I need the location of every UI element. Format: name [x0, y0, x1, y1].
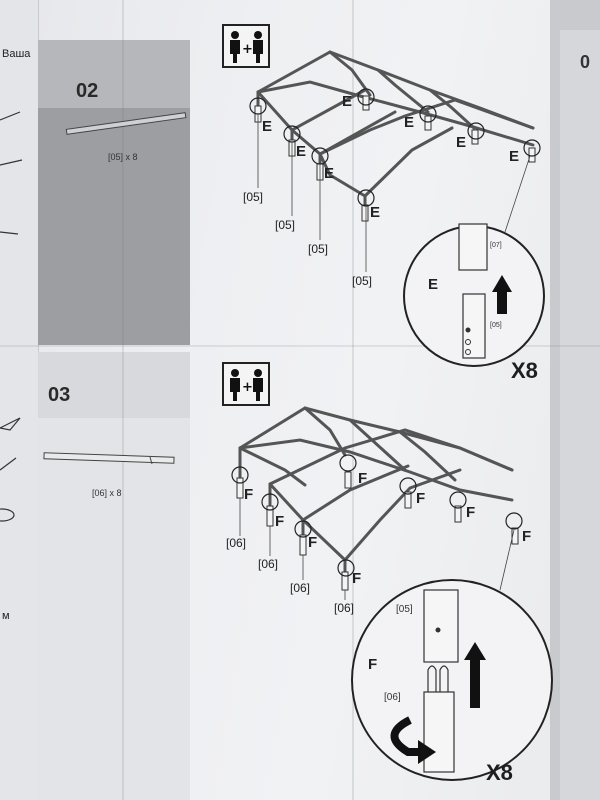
callout-letter: F	[522, 528, 532, 545]
two-person-icon: +	[222, 362, 270, 406]
callout-letter: E	[342, 93, 353, 110]
frame-drawing-bottom-poles	[236, 471, 519, 591]
callout-letter: F	[358, 470, 368, 487]
callout-letter: F	[416, 490, 426, 507]
part-label: [06]	[226, 536, 247, 550]
part-label: [06]	[258, 557, 279, 571]
svg-text:+: +	[242, 380, 253, 395]
step-03-part-label: [06] x 8	[92, 488, 122, 498]
part-label: [05]	[308, 242, 329, 256]
detail-circle-top	[403, 223, 545, 367]
step-02-number: 02	[76, 80, 99, 102]
frame-drawing-bottom	[238, 406, 514, 584]
callout-letter: E	[262, 118, 273, 135]
frame-drawing-top-leader-lines	[257, 114, 531, 272]
detail-circle-bottom	[351, 579, 553, 781]
step-02-part-label: [05] x 8	[108, 152, 138, 162]
step-03-panel	[38, 352, 190, 800]
paper-crease	[122, 0, 124, 800]
detail-letter: F	[368, 656, 378, 673]
callout-letter: E	[370, 204, 381, 221]
frame-drawing-top	[256, 50, 535, 216]
callout-letter: E	[404, 114, 415, 131]
callout-letter: E	[324, 165, 335, 182]
callout-letter: E	[296, 143, 307, 160]
right-column	[550, 0, 600, 800]
callout-letter: F	[244, 486, 254, 503]
callout-letter: E	[456, 134, 467, 151]
right-column-step-number: 0	[580, 52, 591, 72]
callout-letter: F	[466, 504, 476, 521]
frame-drawing-bottom-leader-lines	[239, 498, 515, 600]
svg-text:+: +	[242, 42, 253, 57]
step-03-pole-drawing	[43, 452, 175, 465]
left-column-bottom-word: м	[2, 610, 10, 622]
detail-letter: E	[428, 276, 439, 293]
left-column-header: Ваша	[2, 48, 31, 60]
step-03-number: 03	[48, 384, 71, 406]
detail-top-part-label: [07]	[490, 242, 502, 249]
multiplier-label: X8	[486, 760, 513, 785]
part-label: [05]	[352, 274, 373, 288]
step-03-header	[38, 352, 190, 418]
step-02-panel	[38, 40, 190, 345]
step-02-header	[38, 40, 190, 108]
detail-bottom-part-label: [06]	[384, 692, 401, 703]
left-column-sketches	[0, 111, 23, 522]
part-label: [06]	[334, 601, 355, 615]
detail-top-part-label: [05]	[396, 604, 413, 615]
step-02-pole-drawing	[65, 112, 187, 135]
detail-bottom-part-label: [05]	[490, 322, 502, 329]
two-person-icon: +	[222, 24, 270, 68]
frame-drawing-bottom-joint-circles	[231, 454, 523, 577]
multiplier-label: X8	[511, 358, 538, 383]
callout-letter: F	[352, 570, 362, 587]
part-label: [05]	[243, 190, 264, 204]
callout-letter: F	[308, 534, 318, 551]
paper-crease	[0, 345, 600, 347]
part-label: [05]	[275, 218, 296, 232]
part-label: [06]	[290, 581, 311, 595]
paper-crease	[352, 0, 354, 800]
callout-letter: E	[509, 148, 520, 165]
callout-letter: F	[275, 513, 285, 530]
